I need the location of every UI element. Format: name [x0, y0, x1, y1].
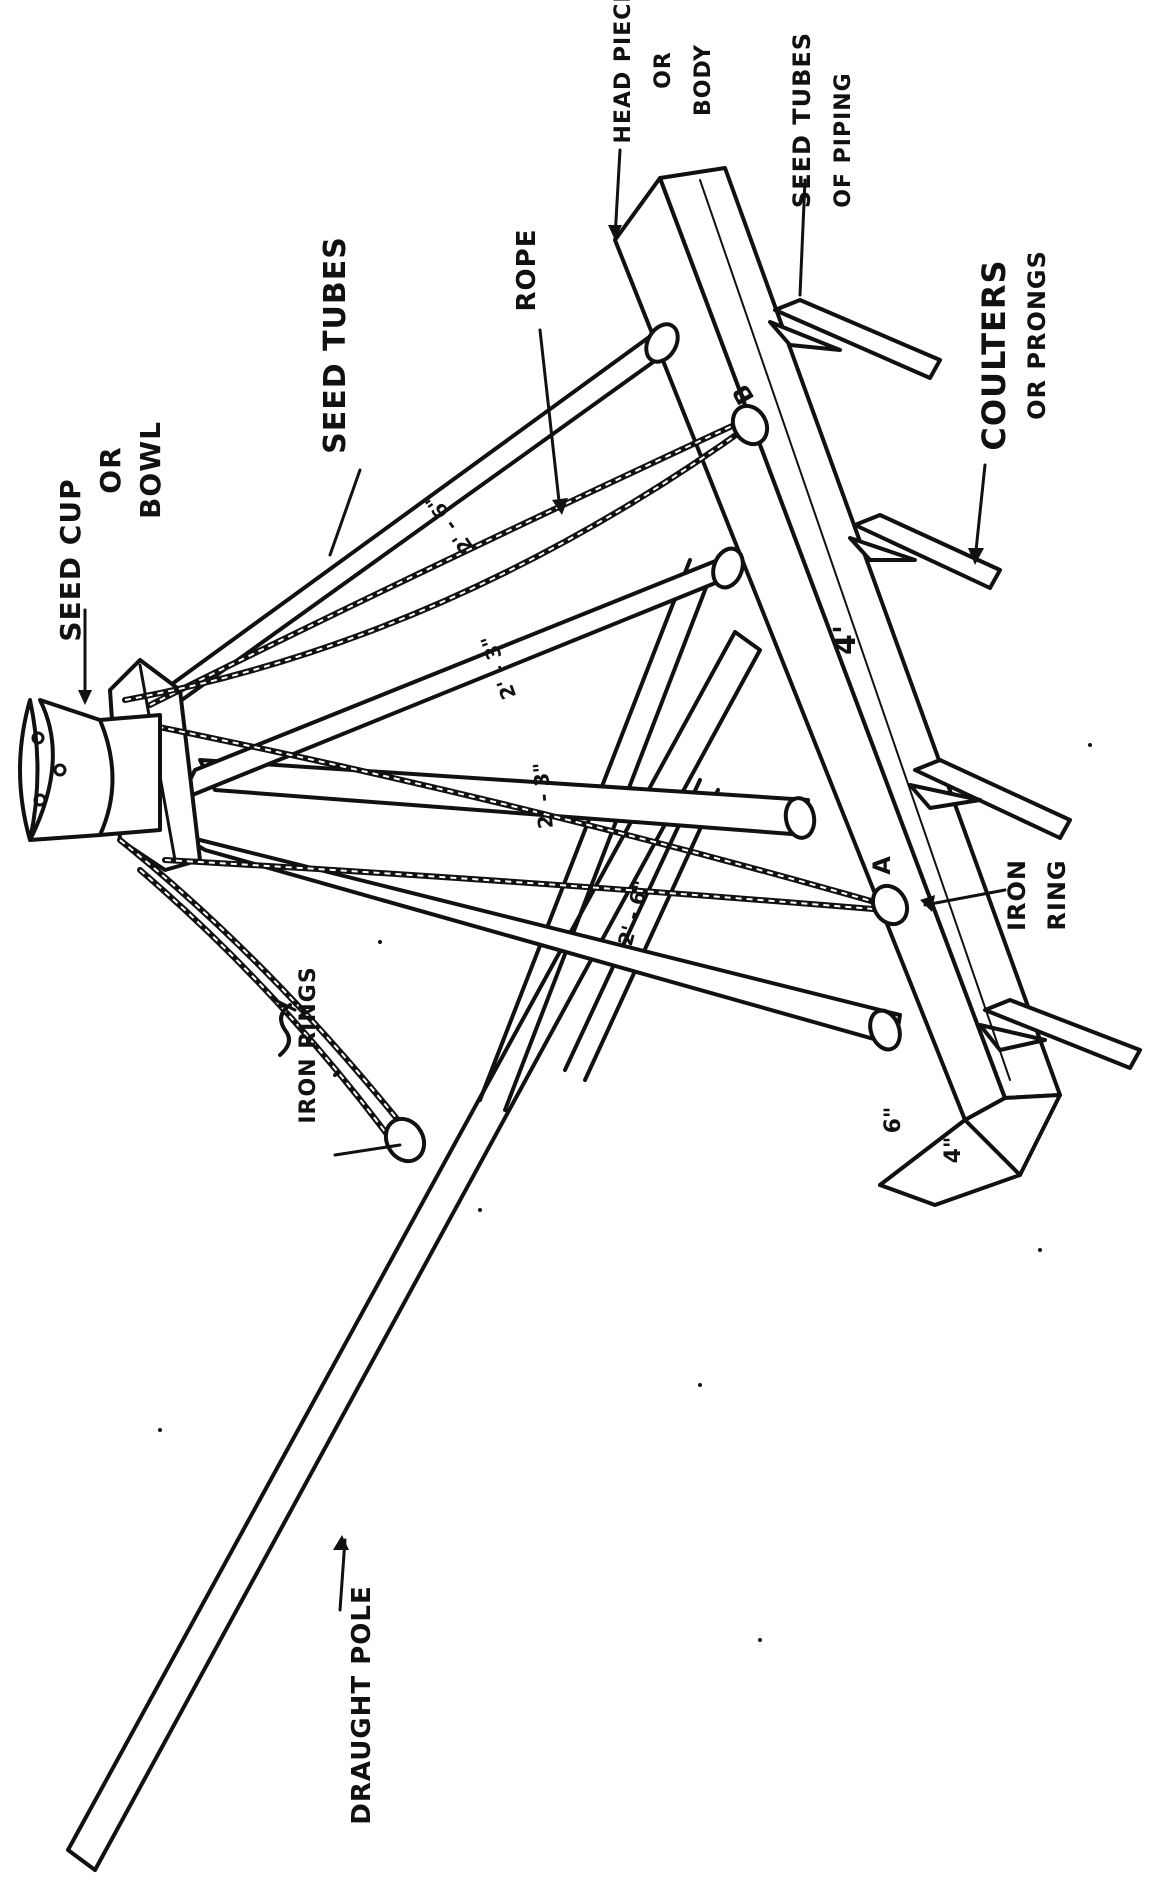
label-draught-pole: DRAUGHT POLE [347, 1585, 377, 1824]
label-head-piece-body: BODY [691, 44, 716, 116]
braces [478, 558, 720, 1112]
labels: SEED CUP OR BOWL SEED TUBES ROPE HEAD PI… [54, 0, 1071, 1825]
label-seed-cup-or: OR [94, 446, 127, 493]
seed-cup [18, 698, 162, 842]
label-seed-tubes-piping: SEED TUBES [788, 32, 816, 208]
dim-body-length: 4' [828, 625, 863, 655]
iron-rings [278, 403, 910, 1164]
label-coulters-prongs: OR PRONGS [1023, 250, 1051, 420]
head-piece-body [613, 166, 1062, 1207]
seed-tubes [138, 322, 902, 1052]
ropes [117, 417, 888, 1148]
label-head-piece: HEAD PIECE [611, 0, 636, 143]
label-iron-rings: IRON RINGS [296, 966, 321, 1123]
specks [158, 743, 1092, 1642]
label-head-piece-or: OR [651, 51, 676, 89]
dim-body-width: 6" [881, 1107, 906, 1134]
point-a-label: A [868, 855, 896, 875]
label-coulters: COULTERS [975, 259, 1013, 450]
coulters [768, 298, 1142, 1070]
label-iron-ring: IRON [1003, 859, 1031, 931]
dim-tube-inner-2: 2' - 3" [528, 761, 558, 829]
label-seed-tubes-piping-2: OF PIPING [831, 72, 856, 207]
label-seed-cup-bowl: BOWL [134, 421, 167, 519]
label-iron-ring-2: RING [1043, 859, 1071, 930]
label-rope: ROPE [512, 229, 542, 312]
label-seed-cup: SEED CUP [54, 478, 87, 641]
dim-body-depth: 4" [941, 1137, 966, 1164]
pointer-lines [78, 148, 1007, 1612]
label-seed-tubes: SEED TUBES [318, 236, 353, 454]
